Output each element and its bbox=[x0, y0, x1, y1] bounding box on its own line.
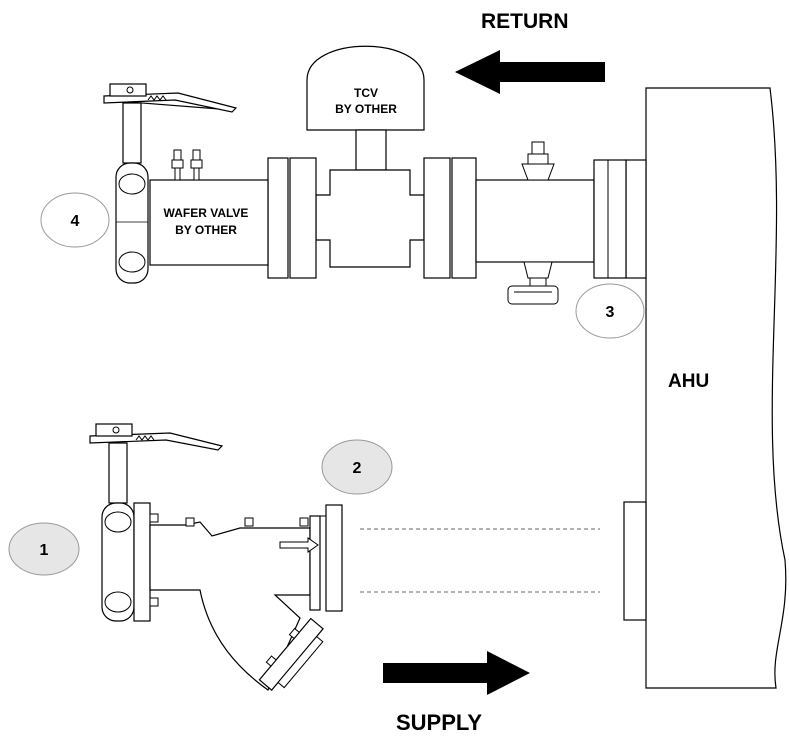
dashed-connection-lines bbox=[360, 528, 600, 593]
flow-arrow-icon bbox=[279, 537, 319, 553]
supply-arrow bbox=[383, 651, 530, 695]
svg-text:2: 2 bbox=[353, 460, 362, 477]
pressure-gauge-top bbox=[521, 141, 555, 181]
butterfly-valve-supply bbox=[89, 423, 224, 622]
ahu-return-connection bbox=[625, 159, 647, 279]
return-arrow bbox=[455, 50, 605, 94]
tcv-flanges bbox=[267, 157, 477, 279]
callout-1: 1 bbox=[8, 522, 80, 576]
tcv-label-line1: TCV bbox=[354, 86, 378, 100]
supply-label: SUPPLY bbox=[396, 710, 482, 735]
tcv-label-line2: BY OTHER bbox=[335, 102, 397, 116]
svg-text:4: 4 bbox=[71, 213, 80, 230]
tcv-actuator bbox=[306, 45, 425, 171]
butterfly-valve-return bbox=[103, 83, 238, 284]
y-strainer bbox=[133, 502, 343, 691]
svg-text:3: 3 bbox=[606, 304, 615, 321]
ahu-supply-connection bbox=[623, 501, 647, 621]
wafer-label-line2: BY OTHER bbox=[175, 223, 237, 237]
callout-4: 4 bbox=[40, 192, 110, 248]
callout-3: 3 bbox=[575, 283, 645, 339]
svg-text:1: 1 bbox=[40, 542, 49, 559]
return-label: RETURN bbox=[481, 10, 569, 33]
ahu-label: AHU bbox=[668, 371, 709, 392]
tcv-valve-body bbox=[315, 169, 425, 268]
wafer-valve-body bbox=[149, 179, 269, 266]
return-pipe-section bbox=[475, 159, 627, 279]
wafer-label-line1: WAFER VALVE bbox=[164, 206, 249, 220]
pressure-gauge-bottom bbox=[507, 261, 559, 305]
ahu-unit bbox=[623, 87, 787, 689]
test-ports bbox=[171, 149, 203, 181]
callout-2: 2 bbox=[321, 439, 393, 495]
